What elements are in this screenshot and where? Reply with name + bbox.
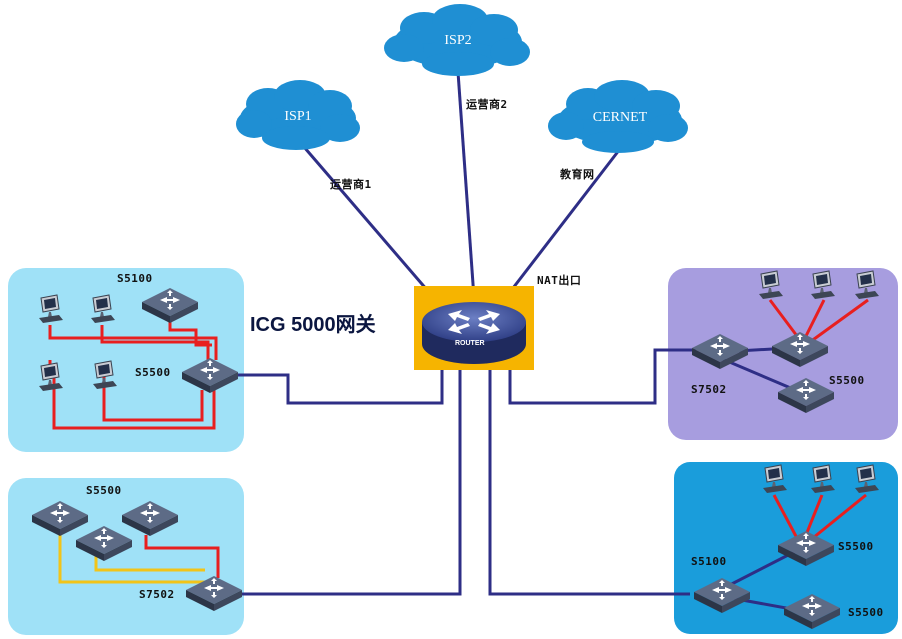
downlink-bottom-right — [488, 360, 690, 596]
isp2-link — [456, 71, 476, 299]
label-s7502-top-right: S7502 — [691, 383, 727, 396]
zone-bottom-left — [8, 478, 244, 635]
downlink-bottom-left — [240, 360, 462, 596]
link-label-isp2: 运营商2 — [466, 98, 508, 111]
cloud-label-cernet: CERNET — [592, 110, 648, 125]
router-arrows-icon — [448, 310, 500, 334]
gateway-router[interactable] — [414, 286, 534, 370]
top-right-access-links — [719, 298, 869, 394]
downlink-top-left — [236, 360, 444, 405]
cloud-label-isp1: ISP1 — [284, 109, 312, 124]
gateway-downlinks — [236, 348, 696, 596]
link-label-cernet: 教育网 — [560, 168, 595, 181]
label-s5500-bottom-left: S5500 — [86, 484, 122, 497]
router-label: ROUTER — [455, 340, 485, 347]
cloud-cernet — [548, 80, 688, 153]
label-s5500-bottom-right-2: S5500 — [848, 606, 884, 619]
cloud-label-isp2: ISP2 — [444, 33, 472, 48]
isp-links — [296, 71, 625, 306]
bottom-left-links — [58, 530, 220, 584]
gateway-title: ICG 5000网关 — [250, 314, 376, 336]
label-s5500-top-right: S5500 — [829, 374, 865, 387]
cloud-isp2 — [384, 4, 530, 76]
label-s5100-top-left: S5100 — [117, 272, 153, 285]
link-label-isp1: 运营商1 — [330, 178, 372, 191]
cernet-link — [498, 144, 625, 306]
top-left-access-links — [48, 322, 218, 430]
cloud-isp1 — [236, 80, 360, 150]
nat-label: NAT出口 — [537, 274, 582, 287]
downlink-top-right — [508, 348, 696, 405]
label-s7502-bottom-left: S7502 — [139, 588, 175, 601]
label-s5100-bottom-right: S5100 — [691, 555, 727, 568]
isp1-link — [296, 139, 442, 306]
label-s5500-bottom-right-1: S5500 — [838, 540, 874, 553]
label-s5500-top-left: S5500 — [135, 366, 171, 379]
